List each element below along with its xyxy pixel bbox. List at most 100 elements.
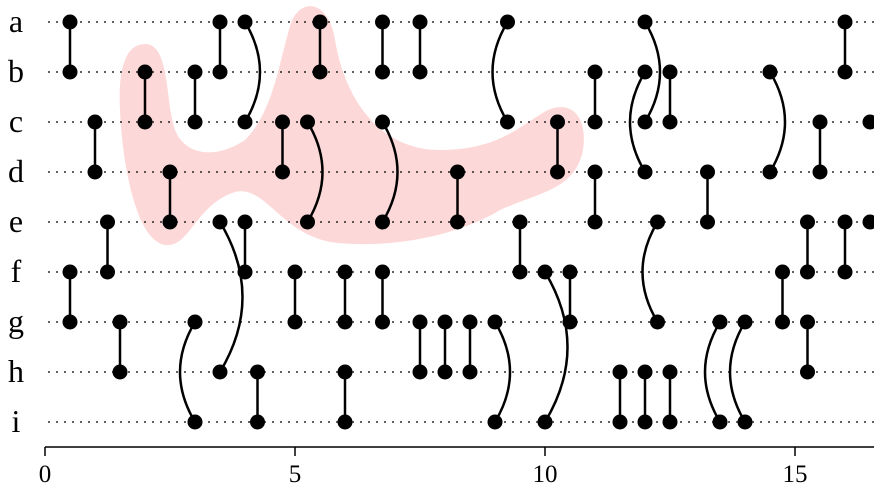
node-dot [512, 264, 528, 280]
link-curve [703, 321, 722, 423]
node-dot [700, 164, 715, 180]
link-e-h [212, 214, 244, 380]
node-dot [800, 264, 815, 280]
link-curve [493, 321, 512, 423]
node-dot [287, 264, 303, 280]
link-a-b [375, 14, 390, 80]
node-dot [412, 64, 428, 80]
node-dot [137, 114, 153, 130]
row-label-i: i [12, 403, 21, 439]
link-curve [306, 121, 324, 223]
node-dot [375, 314, 390, 330]
link-e-f [800, 214, 815, 280]
link-f-g [287, 264, 303, 330]
link-c-c [862, 114, 874, 130]
link-a-b [62, 14, 78, 80]
row-label-h: h [8, 353, 24, 389]
node-dot [62, 14, 78, 30]
node-dot [837, 64, 853, 80]
node-dot [537, 414, 553, 430]
node-dot [250, 414, 265, 430]
link-b-d [762, 64, 787, 180]
row-label-b: b [8, 53, 24, 89]
node-dot [287, 314, 303, 330]
link-b-d [628, 64, 653, 180]
tick-label: 15 [783, 461, 808, 488]
node-dot [800, 314, 815, 330]
link-curve [641, 221, 659, 323]
row-label-g: g [8, 303, 24, 339]
node-dot [212, 364, 228, 380]
node-dot [187, 314, 203, 330]
node-dot [62, 264, 78, 280]
link-d-e [162, 164, 178, 230]
node-dot [662, 114, 678, 130]
link-c-d [812, 114, 828, 180]
node-dot [650, 214, 665, 230]
node-dot [462, 314, 478, 330]
node-dot [637, 64, 653, 80]
link-g-h [462, 314, 478, 380]
row-label-e: e [9, 203, 23, 239]
node-dot [100, 214, 115, 230]
node-dot [162, 164, 178, 180]
node-dot [650, 314, 665, 330]
link-e-f [100, 214, 115, 280]
node-dot [250, 364, 265, 380]
node-dot [562, 314, 578, 330]
link-a-b [837, 14, 853, 80]
node-dot [87, 114, 103, 130]
node-dot [62, 314, 78, 330]
node-dot [762, 164, 778, 180]
link-b-c [662, 64, 678, 130]
node-dot [862, 214, 874, 230]
link-e-f [837, 214, 853, 280]
link-curve [728, 321, 747, 423]
node-dot [587, 164, 603, 180]
node-dot [837, 14, 853, 30]
link-e-f [237, 214, 253, 280]
node-dot [662, 414, 678, 430]
node-dot [500, 114, 515, 130]
node-dot [612, 414, 628, 430]
node-dot [562, 264, 578, 280]
node-dot [637, 414, 653, 430]
node-dot [375, 264, 390, 280]
link-a-c [491, 14, 515, 130]
node-dot [237, 14, 253, 30]
row-label-a: a [9, 3, 23, 39]
node-dot [312, 64, 328, 80]
node-dot [775, 314, 790, 330]
node-dot [450, 164, 465, 180]
node-dot [137, 64, 153, 80]
node-dot [762, 64, 778, 80]
link-curve [243, 21, 262, 123]
node-dot [487, 314, 503, 330]
link-e-e [862, 214, 874, 230]
link-g-h [800, 314, 815, 380]
node-dot [112, 314, 128, 330]
highlight-blob [119, 6, 584, 246]
node-dot [187, 414, 203, 430]
row-label-c: c [9, 103, 23, 139]
link-a-b [312, 14, 328, 80]
node-dot [375, 14, 390, 30]
link-g-h [112, 314, 128, 380]
node-dot [637, 14, 653, 30]
node-dot [662, 64, 678, 80]
node-dot [412, 364, 428, 380]
node-dot [812, 164, 828, 180]
node-dot [537, 264, 553, 280]
link-f-i [537, 264, 569, 430]
node-dot [550, 114, 565, 130]
node-dot [737, 314, 753, 330]
node-dot [812, 114, 828, 130]
node-dot [237, 214, 253, 230]
node-dot [112, 364, 128, 380]
link-curve [643, 21, 662, 123]
node-dot [587, 214, 603, 230]
link-d-e [450, 164, 465, 230]
link-f-g [375, 264, 390, 330]
link-c-d [87, 114, 103, 180]
